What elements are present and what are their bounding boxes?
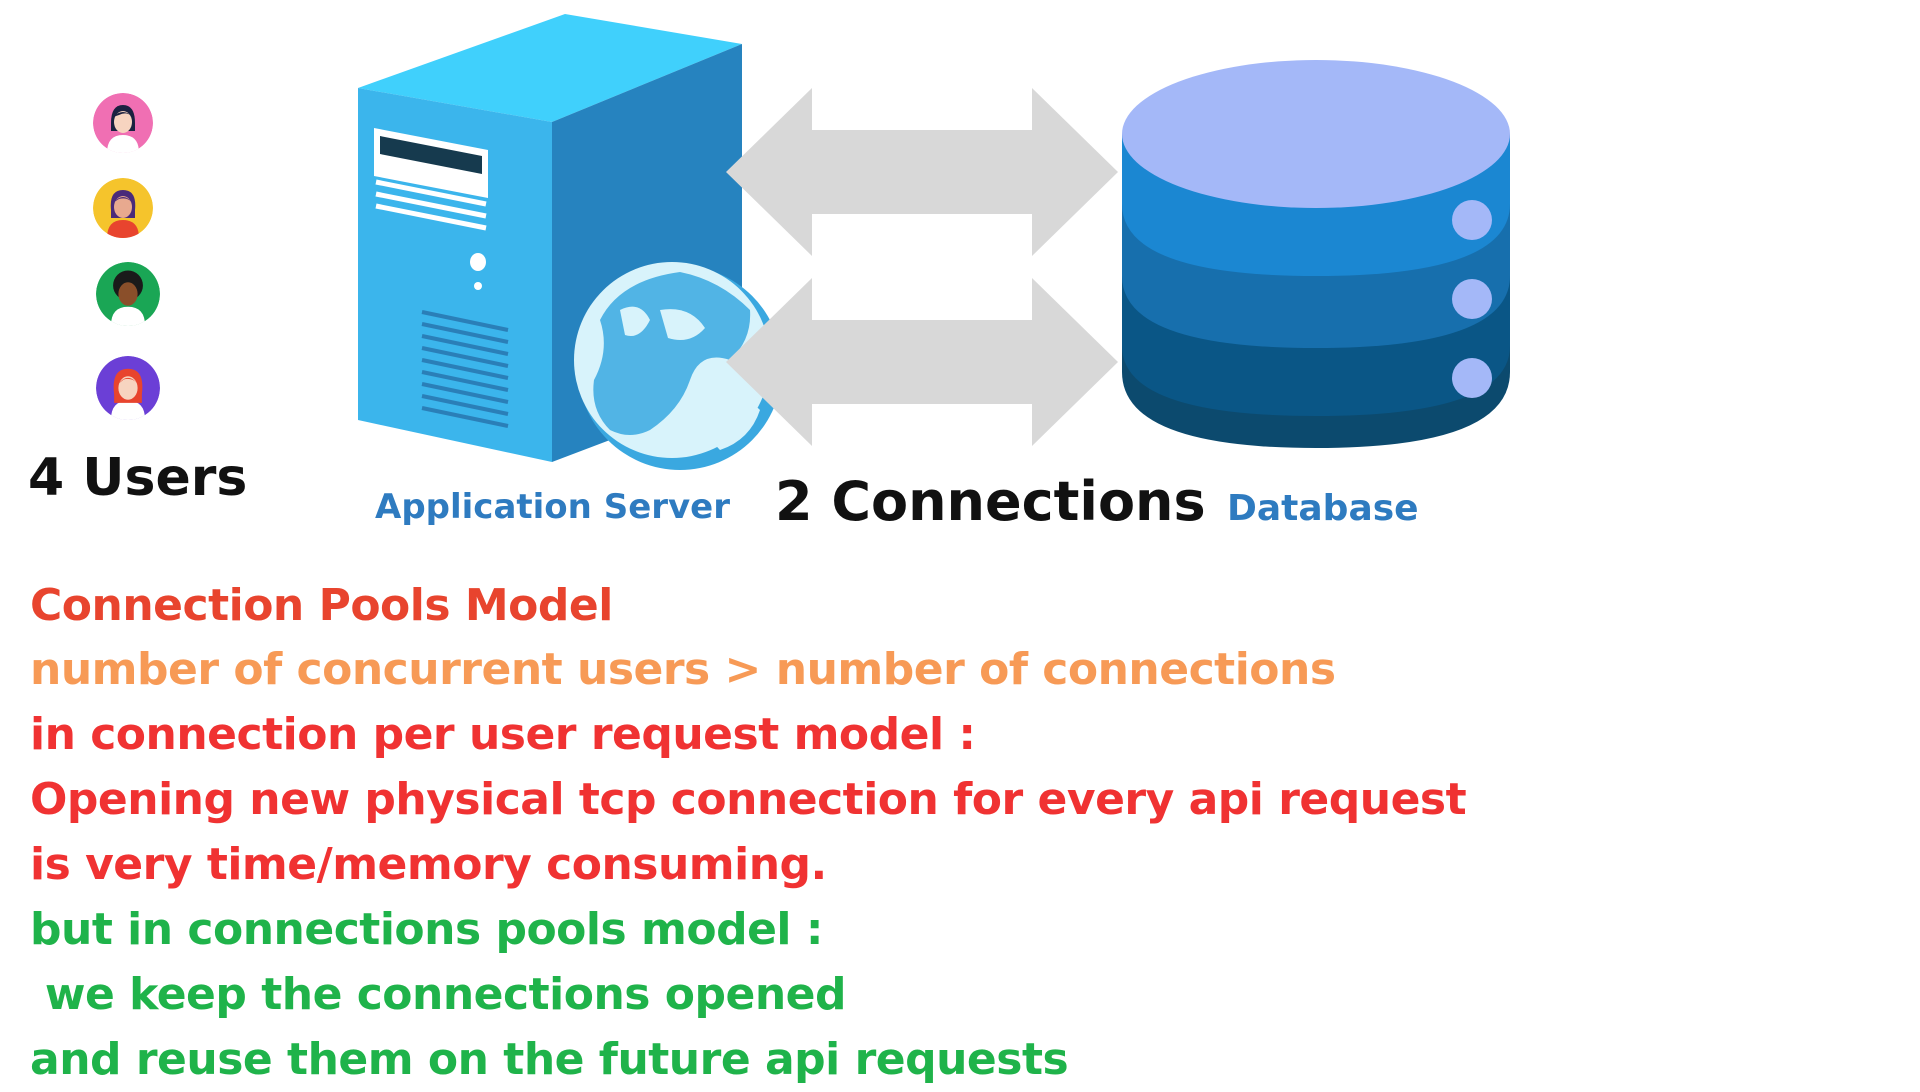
- user-avatar-icon: [93, 93, 153, 153]
- connection-arrow-1: [726, 88, 1118, 256]
- user-avatar-2: [93, 178, 153, 238]
- database-icon: [1122, 60, 1510, 448]
- db-indicator-1: [1452, 200, 1492, 240]
- section-title: Connection Pools Model: [30, 580, 613, 631]
- server-with-globe-icon: [358, 14, 782, 470]
- user-avatar-3: [96, 262, 160, 326]
- text-line-7: and reuse them on the future api request…: [30, 1034, 1069, 1085]
- text-line-4: is very time/memory consuming.: [30, 839, 827, 890]
- text-line-3: Opening new physical tcp connection for …: [30, 774, 1467, 825]
- database-label: Database: [1227, 488, 1419, 529]
- text-line-5: but in connections pools model :: [30, 904, 823, 955]
- text-line-6: we keep the connections opened: [30, 969, 847, 1020]
- user-avatar-icon: [96, 262, 160, 326]
- connections-label: 2 Connections: [775, 470, 1206, 533]
- text-line-2: in connection per user request model :: [30, 709, 976, 760]
- double-arrow-icon: [726, 88, 1118, 446]
- connection-arrow-2: [726, 278, 1118, 446]
- user-avatar-icon: [93, 178, 153, 238]
- user-avatar-4: [96, 356, 160, 420]
- users-label: 4 Users: [28, 448, 248, 508]
- user-avatar-icon: [96, 356, 160, 420]
- server-label: Application Server: [375, 487, 731, 527]
- text-line-1: number of concurrent users > number of c…: [30, 644, 1336, 695]
- db-indicator-3: [1452, 358, 1492, 398]
- user-avatar-1: [93, 93, 153, 153]
- db-indicator-2: [1452, 279, 1492, 319]
